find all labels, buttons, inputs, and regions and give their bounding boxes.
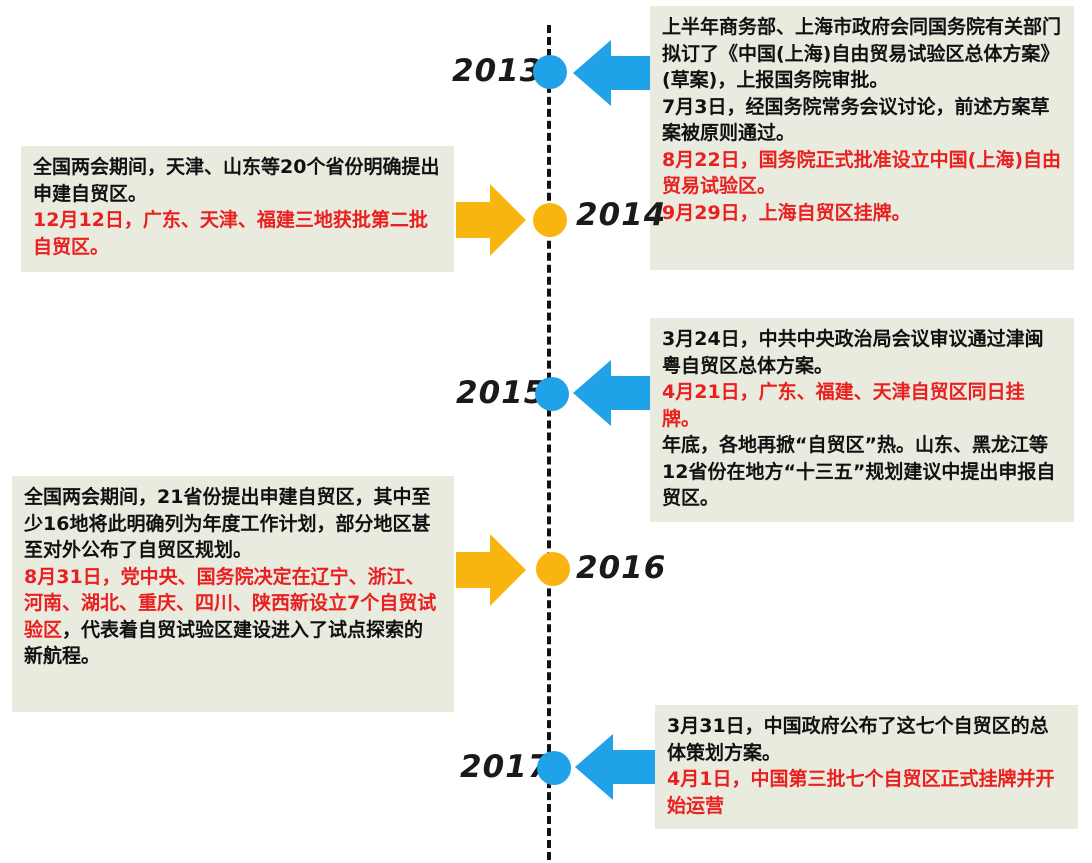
- event-box-2013: 上半年商务部、上海市政府会同国务院有关部门拟订了《中国(上海)自由贸易试验区总体…: [650, 6, 1074, 270]
- arrow-right-icon: [456, 184, 526, 256]
- arrow-left-icon: [573, 360, 653, 426]
- event-text: 7月3日，经国务院常务会议讨论，前述方案草案被原则通过。: [662, 95, 1050, 145]
- arrow-right-icon: [456, 534, 526, 606]
- year-label-2017: 2017: [460, 749, 551, 785]
- arrow-left-icon: [575, 734, 655, 800]
- timeline-dot-2013: [533, 55, 567, 89]
- event-text: 上半年商务部、上海市政府会同国务院有关部门拟订了《中国(上海)自由贸易试验区总体…: [662, 16, 1062, 91]
- event-box-2016: 全国两会期间，21省份提出申建自贸区，其中至少16地将此明确列为年度工作计划，部…: [12, 476, 454, 712]
- timeline-axis: [547, 25, 551, 860]
- event-text: 3月31日，中国政府公布了这七个自贸区的总体策划方案。: [667, 715, 1049, 764]
- event-text-highlight: 8月31日，党中央、国务院决定在辽宁、浙江、河南、湖北、重庆、四川、陕西新设立7…: [24, 565, 437, 641]
- event-text-highlight: 9月29日，上海自贸区挂牌。: [662, 201, 911, 224]
- year-label-2014: 2014: [576, 197, 667, 233]
- event-text: 全国两会期间，天津、山东等20个省份明确提出申建自贸区。: [33, 156, 440, 205]
- event-box-2015: 3月24日，中共中央政治局会议审议通过津闽粤自贸区总体方案。 4月21日，广东、…: [650, 318, 1074, 522]
- event-text: ，代表着自贸试验区建设进入了试点探索的新航程。: [24, 618, 424, 668]
- event-text-highlight: 8月22日，国务院正式批准设立中国(上海)自由贸易试验区。: [662, 148, 1062, 198]
- event-text: 3月24日，中共中央政治局会议审议通过津闽粤自贸区总体方案。: [662, 328, 1044, 377]
- year-label-2016: 2016: [576, 550, 667, 586]
- event-text: 8月31日，党中央、国务院决定在辽宁、浙江、河南、湖北、重庆、四川、陕西新设立7…: [24, 564, 442, 670]
- timeline-dot-2016: [536, 552, 570, 586]
- timeline-dot-2017: [537, 751, 571, 785]
- timeline-dot-2015: [535, 377, 569, 411]
- timeline-dot-2014: [533, 203, 567, 237]
- event-text-highlight: 4月21日，广东、福建、天津自贸区同日挂牌。: [662, 381, 1025, 430]
- event-text: 全国两会期间，21省份提出申建自贸区，其中至少16地将此明确列为年度工作计划，部…: [24, 486, 431, 561]
- event-text-highlight: 12月12日，广东、天津、福建三地获批第二批自贸区。: [33, 209, 428, 258]
- year-label-2015: 2015: [456, 375, 547, 411]
- event-text: 年底，各地再掀“自贸区”热。山东、黑龙江等12省份在地方“十三五”规划建议中提出…: [662, 434, 1056, 509]
- event-box-2017: 3月31日，中国政府公布了这七个自贸区的总体策划方案。 4月1日，中国第三批七个…: [655, 705, 1078, 829]
- event-box-2014: 全国两会期间，天津、山东等20个省份明确提出申建自贸区。 12月12日，广东、天…: [21, 146, 454, 272]
- arrow-left-icon: [573, 40, 653, 106]
- year-label-2013: 2013: [452, 53, 543, 89]
- event-text-highlight: 4月1日，中国第三批七个自贸区正式挂牌并开始运营: [667, 768, 1055, 817]
